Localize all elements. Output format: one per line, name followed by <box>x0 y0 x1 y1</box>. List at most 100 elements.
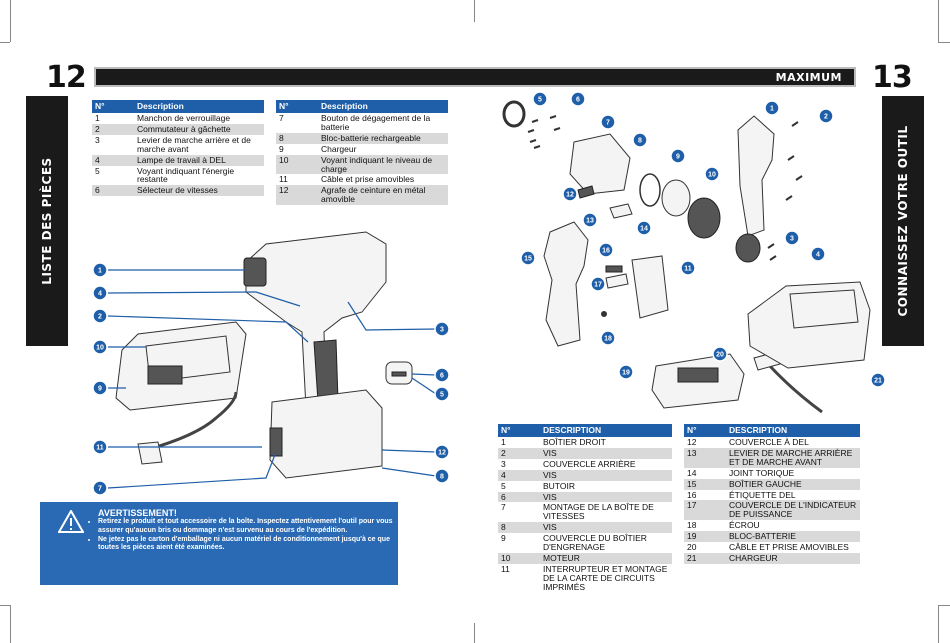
crop-mark <box>474 0 475 22</box>
callout-3: 3 <box>784 230 800 246</box>
callout-21: 21 <box>870 372 886 388</box>
callout-15: 15 <box>520 250 536 266</box>
rear-cover-part <box>735 233 761 263</box>
right-page-number: 13 <box>872 60 913 95</box>
callout-8: 8 <box>632 132 648 148</box>
warning-item: Ne jetez pas le carton d'emballage ni au… <box>98 536 398 554</box>
part-number: 6 <box>498 491 540 503</box>
column-header-description: Description <box>134 100 264 113</box>
part-description: CÂBLE ET PRISE AMOVIBLES <box>729 542 849 553</box>
svg-text:8: 8 <box>440 474 444 481</box>
callout-3: 3 <box>434 321 450 337</box>
svg-text:3: 3 <box>790 236 794 243</box>
crop-mark <box>938 0 939 42</box>
part-number: 3 <box>501 458 506 469</box>
part-number: 4 <box>498 469 540 481</box>
part-description: Voyant indiquant le niveau de charge <box>318 154 448 175</box>
bumper-part <box>502 100 526 128</box>
svg-text:17: 17 <box>594 282 602 289</box>
callout-20: 20 <box>712 346 728 362</box>
crop-mark <box>0 42 10 43</box>
svg-text:14: 14 <box>640 226 648 233</box>
svg-text:12: 12 <box>438 450 446 457</box>
part-number: 11 <box>501 563 510 574</box>
svg-text:6: 6 <box>440 373 444 380</box>
svg-text:1: 1 <box>98 268 102 275</box>
part-number: 14 <box>687 467 697 478</box>
screws-group <box>527 115 803 261</box>
part-number: 1 <box>95 112 100 123</box>
svg-text:20: 20 <box>716 352 724 359</box>
left-side-tab-label: LISTE DES PIÈCES <box>40 157 54 285</box>
callout-19: 19 <box>618 364 634 380</box>
brand-logo: MAXIMUM <box>775 71 842 84</box>
part-number: 7 <box>501 502 506 513</box>
part-description: VIS <box>540 447 672 459</box>
warning-list: Retirez le produit et tout accessoire de… <box>88 518 398 553</box>
callout-14: 14 <box>636 220 652 236</box>
nut-part <box>601 311 607 317</box>
part-number: 1 <box>501 436 506 447</box>
svg-text:6: 6 <box>576 97 580 104</box>
motor-part <box>687 197 721 239</box>
warning-item: Retirez le produit et tout accessoire de… <box>98 518 398 536</box>
part-number: 12 <box>687 436 697 447</box>
svg-text:4: 4 <box>98 291 102 298</box>
callout-10: 10 <box>704 166 720 182</box>
crop-mark <box>474 623 475 643</box>
svg-text:9: 9 <box>676 154 680 161</box>
part-number: 20 <box>687 542 697 553</box>
part-number: 5 <box>501 480 506 491</box>
tool-illustration: 1 4 2 3 10 9 6 5 11 12 8 7 <box>92 231 450 496</box>
part-description: COUVERCLE DU BOÎTIER D'ENGRENAGE <box>543 533 647 553</box>
callout-9: 9 <box>670 148 686 164</box>
part-number: 7 <box>279 112 284 123</box>
part-number: 15 <box>684 478 726 490</box>
column-header-description: DESCRIPTION <box>540 424 672 437</box>
part-description: CHARGEUR <box>726 553 860 564</box>
warning-box: AVERTISSEMENT! Retirez le produit et tou… <box>40 502 398 585</box>
callout-10: 10 <box>92 339 108 355</box>
part-description: BUTOIR <box>543 480 575 491</box>
cable-part <box>766 362 823 414</box>
warning-icon <box>58 510 84 533</box>
callout-6: 6 <box>434 367 450 383</box>
part-description: VIS <box>540 491 672 503</box>
led-cover-part <box>577 185 595 199</box>
callout-2: 2 <box>92 308 108 324</box>
led-label-part <box>605 265 623 273</box>
callout-1: 1 <box>764 100 780 116</box>
part-description: VIS <box>540 469 672 481</box>
gear-cover-part <box>661 179 691 217</box>
crop-mark <box>938 605 939 643</box>
callout-11: 11 <box>680 260 696 276</box>
part-description: BLOC-BATTERIE <box>726 531 860 543</box>
cable-plug <box>137 441 163 465</box>
part-number: 8 <box>276 132 318 144</box>
right-housing-part <box>737 115 775 237</box>
part-description: COUVERCLE ARRIÈRE <box>543 458 636 469</box>
tool-grip <box>313 339 339 403</box>
part-number: 12 <box>276 185 318 206</box>
column-header-no: N° <box>92 100 134 113</box>
column-header-no: N° <box>498 424 540 437</box>
callout-2: 2 <box>818 108 834 124</box>
part-description: Câble et prise amovibles <box>321 174 415 185</box>
callout-12: 12 <box>434 444 450 460</box>
